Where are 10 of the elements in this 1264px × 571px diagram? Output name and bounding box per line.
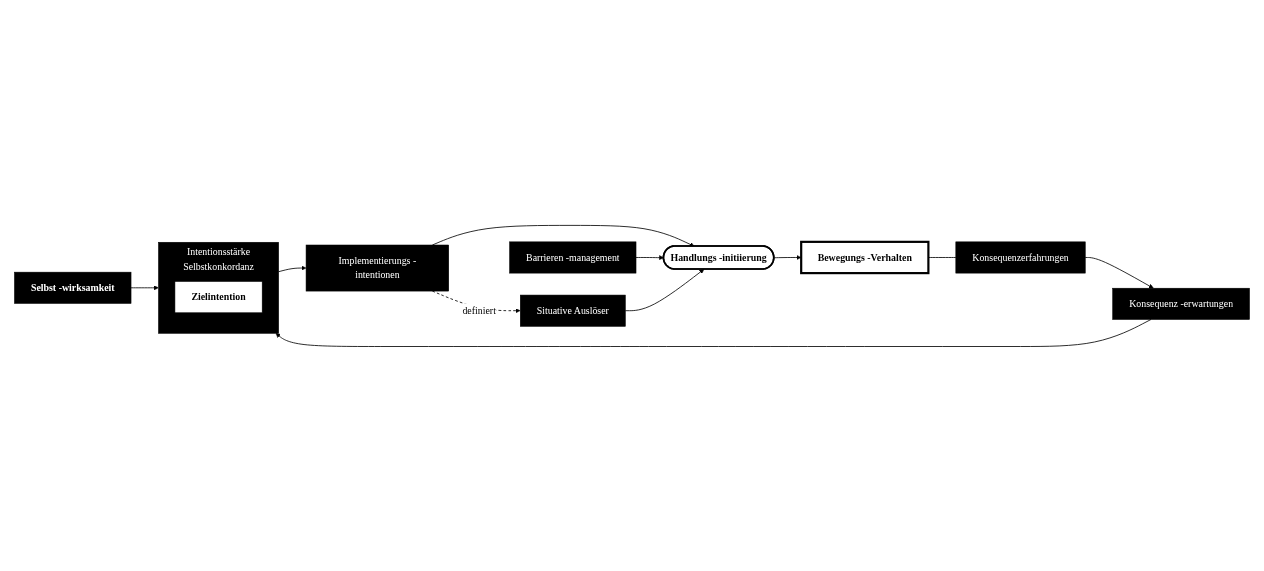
node-box — [1112, 287, 1250, 320]
node-box — [14, 271, 132, 304]
cluster — [158, 241, 279, 334]
node-box — [520, 294, 626, 327]
node-box — [800, 240, 930, 274]
connector — [928, 256, 957, 258]
node-box — [509, 241, 637, 273]
node-box — [174, 280, 263, 313]
node-box — [955, 241, 1086, 273]
node-box — [305, 244, 449, 291]
